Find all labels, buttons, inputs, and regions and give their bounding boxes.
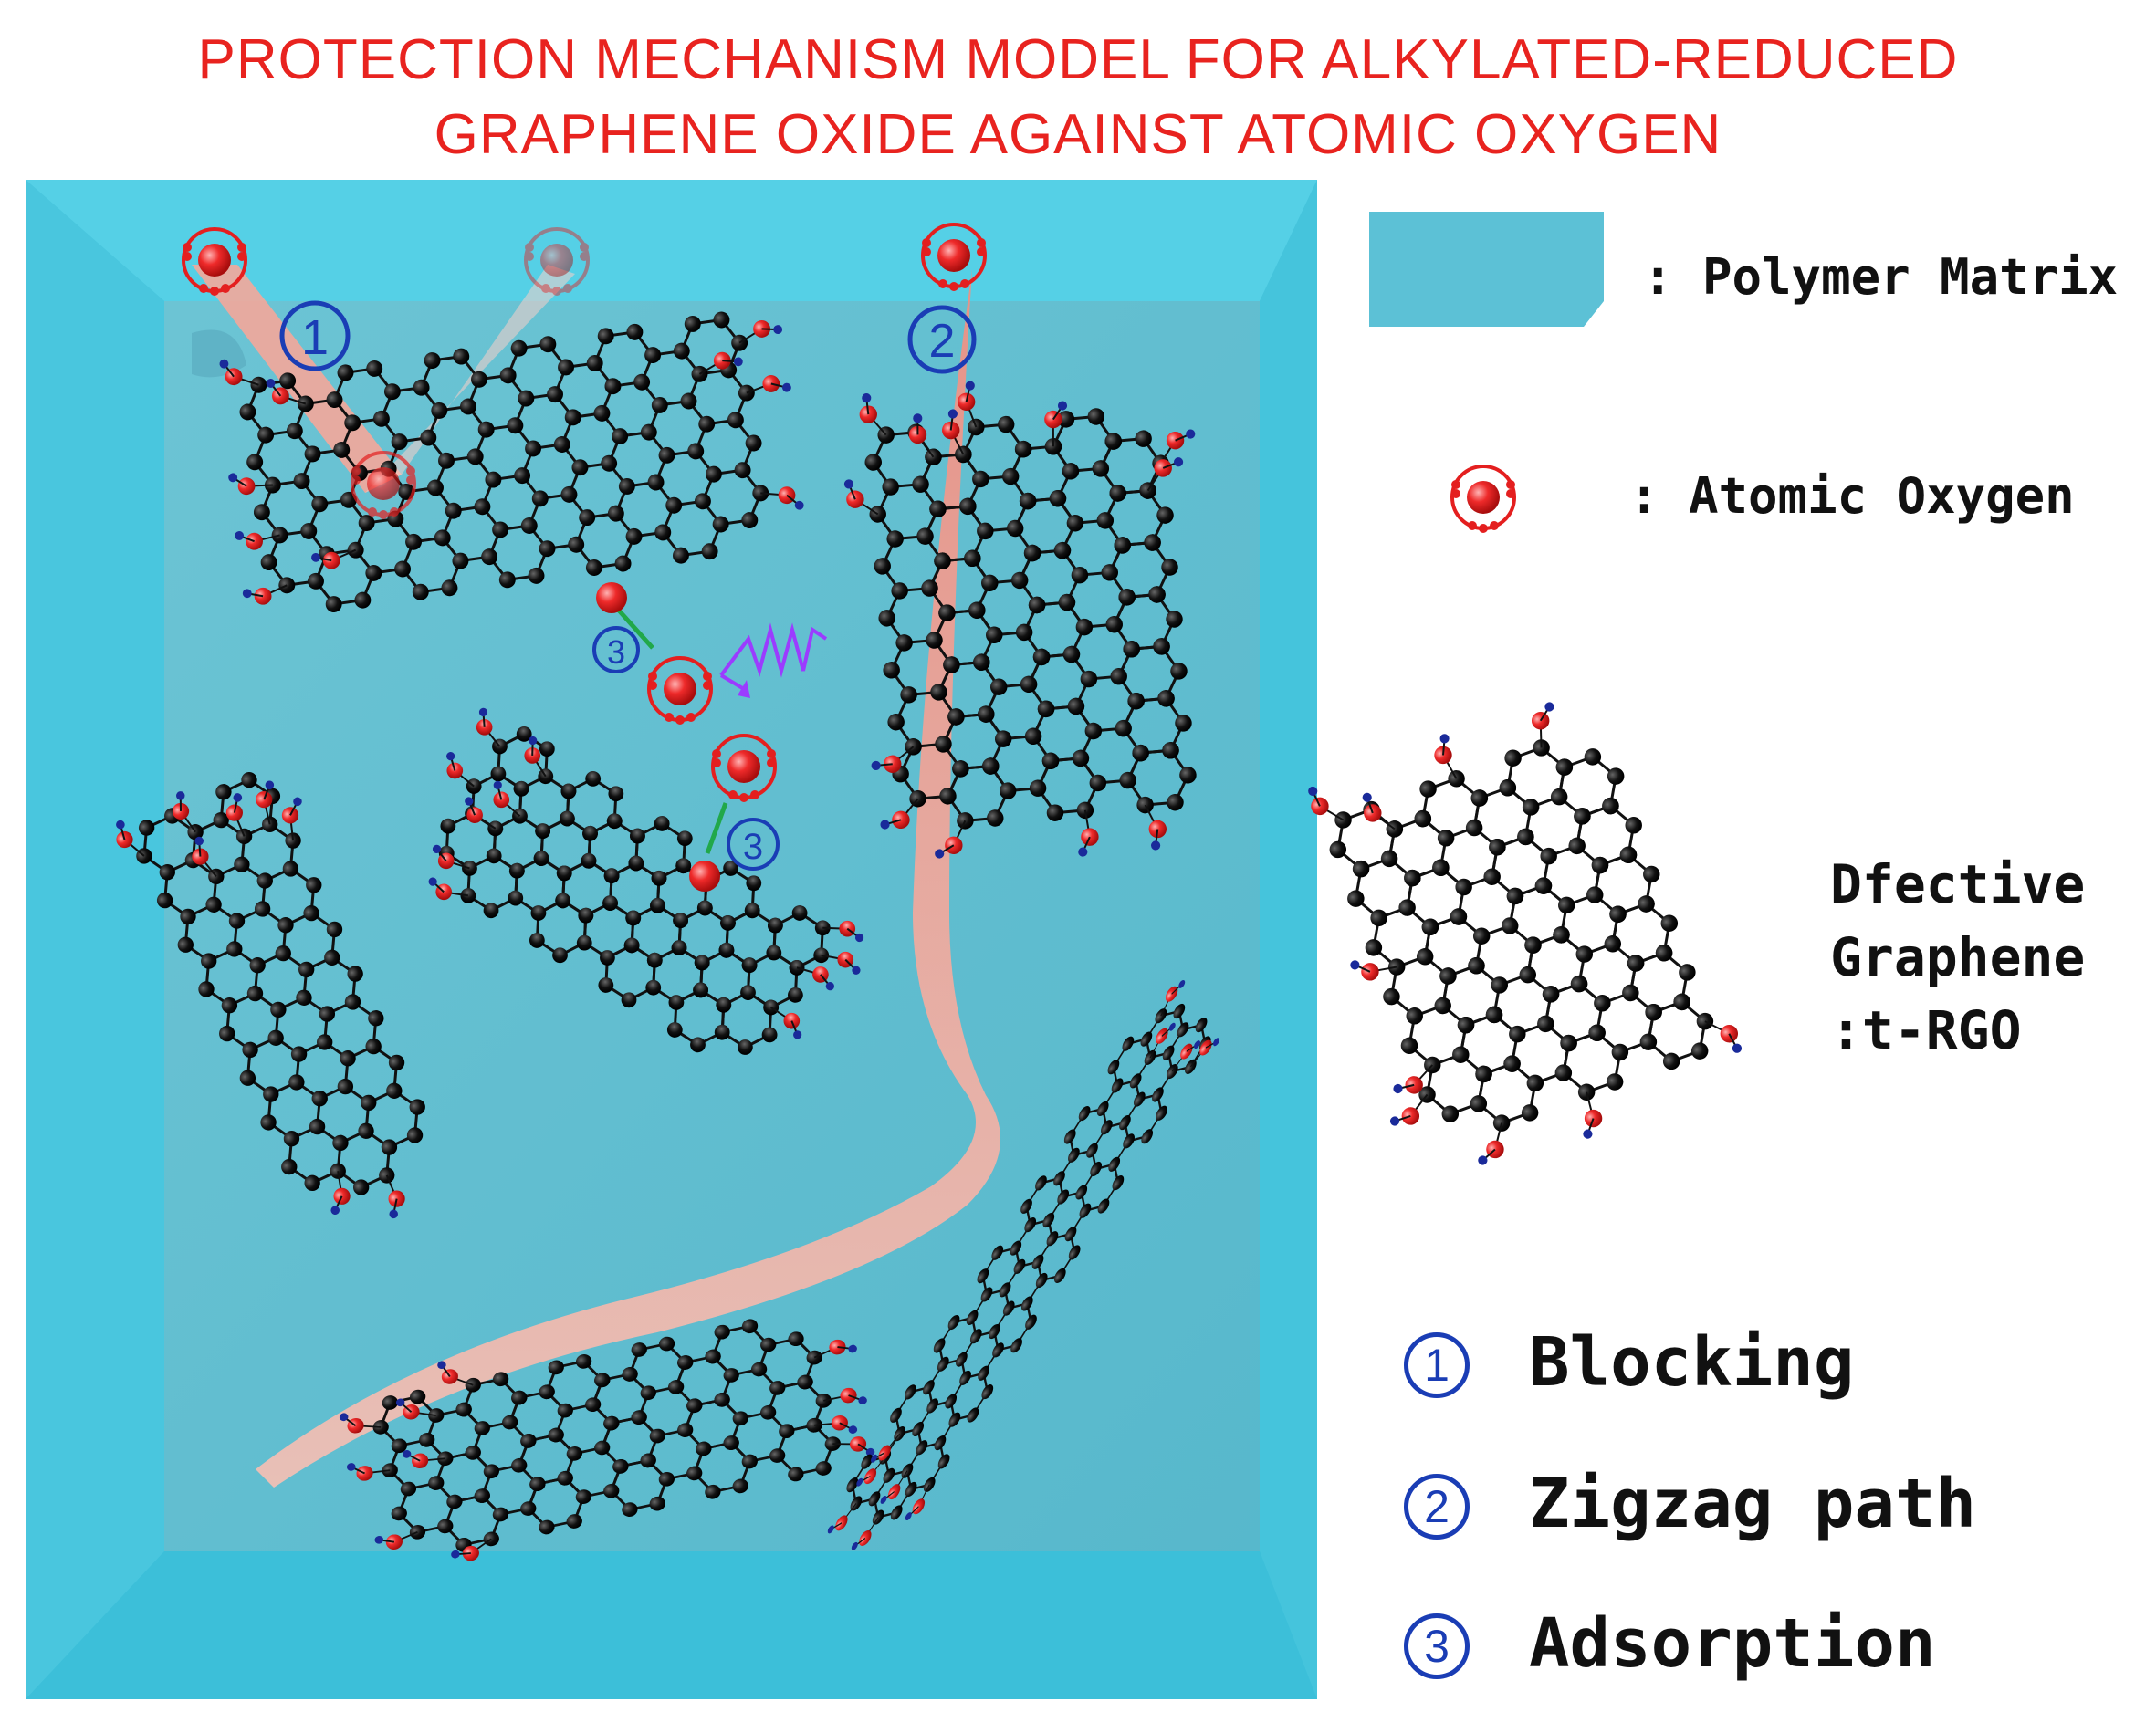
marker-2-icon: 2 — [907, 305, 977, 374]
graphene-sheet — [219, 311, 804, 613]
graphene-sheet — [116, 771, 425, 1219]
graphene-sheet — [843, 381, 1197, 859]
t-rgo-label-line-3: :t-RGO — [1830, 999, 2022, 1061]
mechanism-1-number: 1 — [1404, 1332, 1470, 1398]
marker-3-icon: 3 — [727, 818, 780, 871]
mechanism-3-label: Adsorption — [1529, 1604, 1936, 1683]
polymer-matrix-box — [26, 180, 1317, 1699]
svg-text:3: 3 — [607, 633, 625, 671]
t-rgo-legend-flake — [1308, 702, 1743, 1165]
atomic-oxygen-legend-icon — [1450, 465, 1517, 535]
mechanism-2-label: Zigzag path — [1529, 1465, 1977, 1543]
adsorbed-oxygen-icon — [596, 582, 627, 613]
atomic-oxygen-label: : Atomic Oxygen — [1629, 467, 2075, 525]
mechanism-1-label: Blocking — [1529, 1323, 1855, 1402]
polymer-matrix-swatch — [1369, 212, 1604, 327]
svg-text:3: 3 — [743, 827, 763, 867]
svg-text:2: 2 — [929, 315, 956, 368]
t-rgo-label-line-1: Dfective — [1830, 853, 2086, 915]
blocking-beam-reflected — [365, 265, 575, 493]
diagram-title-line-1: PROTECTION MECHANISM MODEL FOR ALKYLATED… — [197, 28, 1959, 91]
diagram-title-line-2: GRAPHENE OXIDE AGAINST ATOMIC OXYGEN — [434, 103, 1722, 166]
adsorbed-oxygen-icon — [689, 861, 720, 892]
svg-text:1: 1 — [301, 310, 329, 365]
wavy-arrow-icon — [719, 622, 828, 698]
graphene-sheet — [1308, 702, 1743, 1165]
t-rgo-label-line-2: Graphene — [1830, 926, 2086, 988]
marker-3-icon: 3 — [592, 626, 640, 673]
mechanism-3-number: 3 — [1404, 1613, 1470, 1679]
polymer-matrix-label: : Polymer Matrix — [1643, 248, 2119, 306]
marker-1-icon: 1 — [279, 300, 351, 371]
graphene-sheet — [339, 1319, 875, 1561]
graphene-sheet — [428, 707, 864, 1055]
graphene-flakes — [116, 311, 1220, 1561]
mechanism-2-number: 2 — [1404, 1474, 1470, 1540]
graphene-sheet — [827, 979, 1220, 1550]
blocking-beam-left — [192, 265, 402, 493]
